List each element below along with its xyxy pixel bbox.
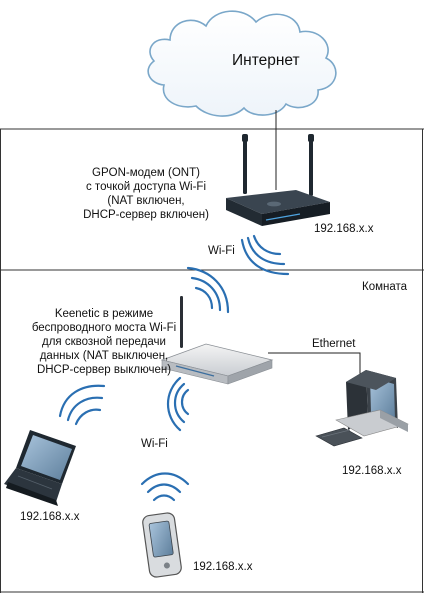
internet-cloud-icon bbox=[147, 10, 337, 117]
smartphone-icon bbox=[142, 512, 182, 578]
phone-wifi-waves bbox=[140, 472, 190, 502]
room-label: Комната bbox=[362, 281, 408, 293]
building-frame bbox=[0, 128, 424, 593]
internet-label: Интернет bbox=[232, 52, 300, 69]
modem-caption-line: DHCP-сервер включен) bbox=[83, 209, 209, 221]
keenetic-caption-line: DHCP-сервер выключен) bbox=[36, 364, 172, 376]
ethernet-cable-line bbox=[268, 352, 361, 378]
wifi-uplink-label: Wi-Fi bbox=[208, 245, 235, 257]
modem-wifi-waves bbox=[240, 234, 290, 276]
laptop-wifi-waves bbox=[58, 384, 106, 426]
keenetic-caption-line: для сквозной передачи bbox=[42, 336, 166, 348]
ethernet-label: Ethernet bbox=[312, 338, 356, 350]
modem-caption-line: GPON-модем (ONT) bbox=[92, 167, 200, 179]
keenetic-wifi-waves-down bbox=[167, 376, 190, 432]
modem-caption: GPON-модем (ONT) с точкой доступа Wi-Fi … bbox=[56, 166, 236, 222]
keenetic-wifi-waves-up bbox=[186, 266, 230, 314]
laptop-ip-label: 192.168.x.x bbox=[20, 511, 80, 523]
laptop-icon bbox=[4, 430, 76, 506]
keenetic-caption-line: беспроводного моста Wi-Fi bbox=[31, 322, 177, 334]
keenetic-caption-line: данных (NAT выключен, bbox=[39, 350, 169, 362]
wifi-lan-label: Wi-Fi bbox=[141, 438, 168, 450]
modem-caption-line: с точкой доступа Wi-Fi bbox=[85, 181, 207, 193]
modem-ip-label: 192.168.x.x bbox=[314, 223, 374, 235]
desktop-ip-label: 192.168.x.x bbox=[342, 465, 402, 477]
phone-ip-label: 192.168.x.x bbox=[193, 561, 253, 573]
desktop-computer-icon bbox=[315, 370, 409, 447]
keenetic-router-icon bbox=[160, 296, 274, 385]
keenetic-caption-line: Keenetic в режиме bbox=[54, 308, 154, 320]
gpon-modem-icon bbox=[226, 134, 330, 226]
modem-caption-line: (NAT включен, bbox=[107, 195, 185, 207]
keenetic-caption: Keenetic в режиме беспроводного моста Wi… bbox=[20, 307, 188, 377]
